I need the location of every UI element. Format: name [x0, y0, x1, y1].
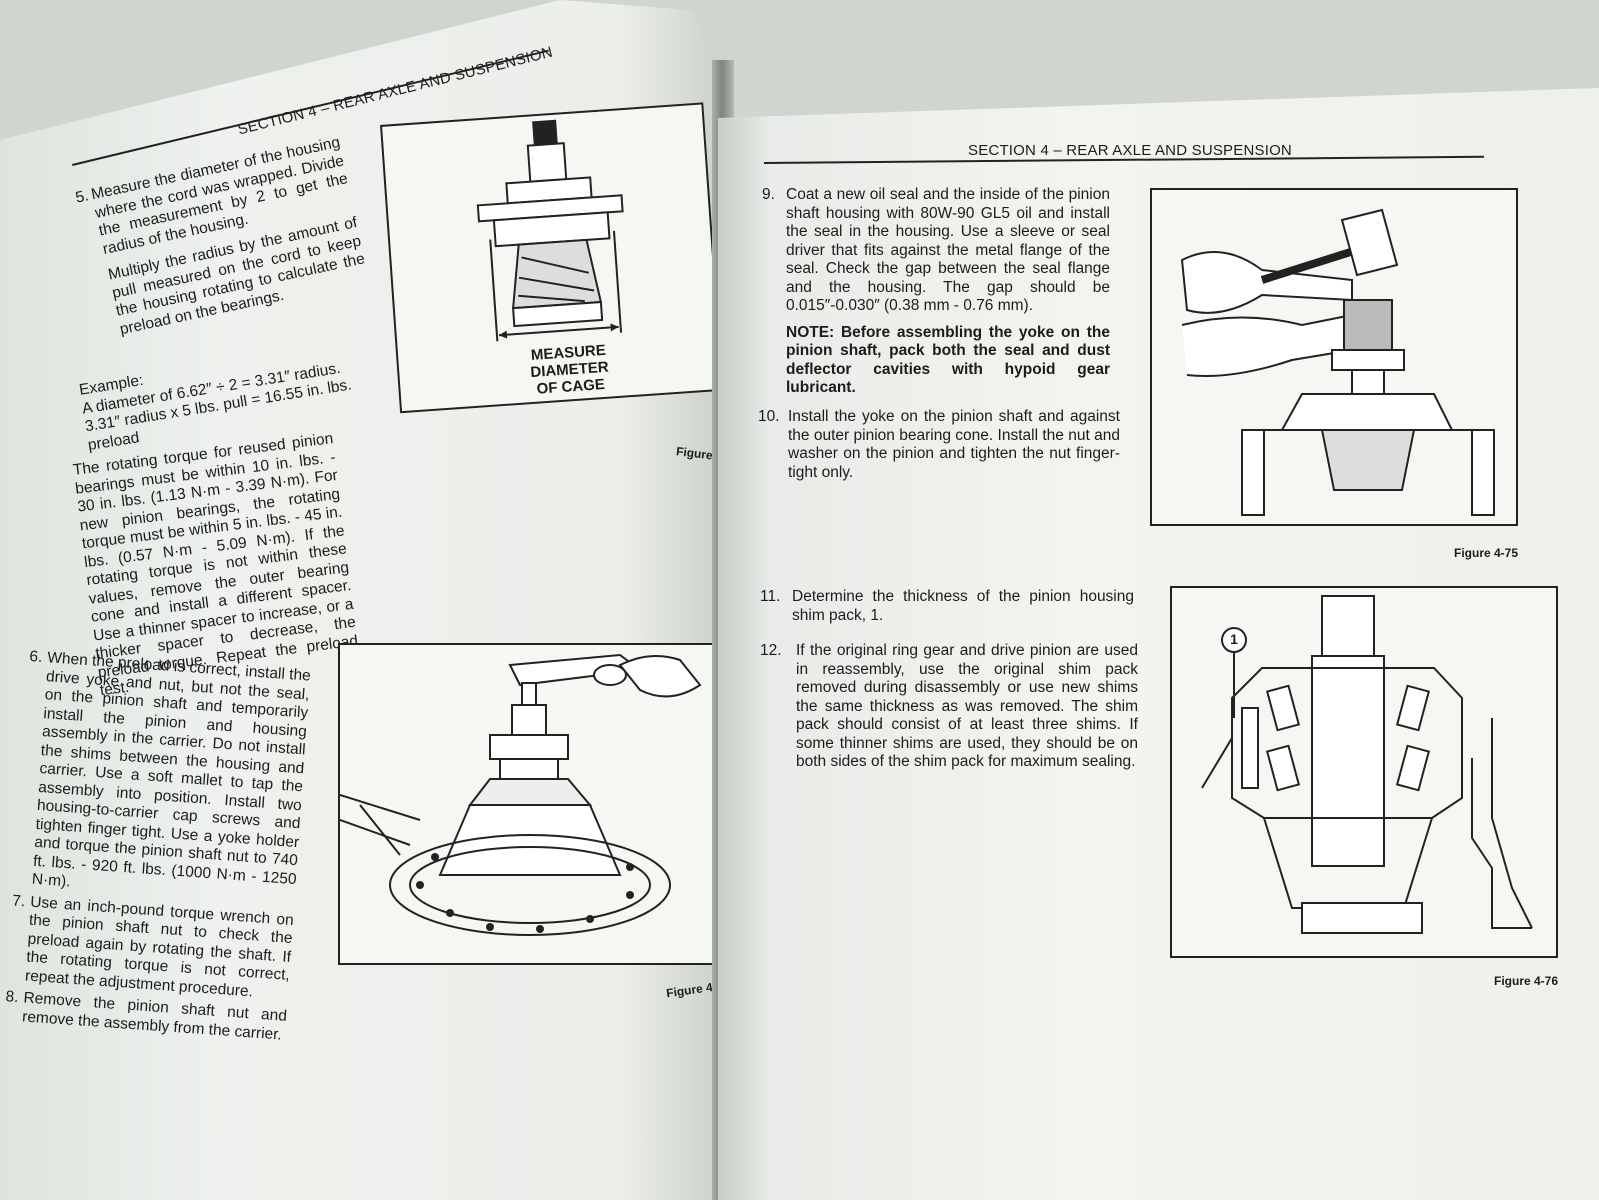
steps-6-8: 6. When the preload is correct, install …: [4, 648, 312, 1045]
step-7-number: 7.: [11, 891, 26, 910]
step-5: 5. Measure the diameter of the housing w…: [74, 134, 371, 343]
step-8-number: 8.: [5, 988, 20, 1007]
pinion-cage-illustration: [476, 119, 624, 342]
figure-4-76-caption: Figure 4-76: [1494, 974, 1559, 988]
step-12: 12. If the original ring gear and drive …: [760, 642, 1138, 772]
left-page: SECTION 4 – REAR AXLE AND SUSPENSION 5. …: [0, 0, 730, 1200]
right-section-header: SECTION 4 – REAR AXLE AND SUSPENSION: [968, 142, 1292, 159]
step-6-text: When the preload is correct, install the…: [31, 649, 312, 891]
step-12-number: 12.: [760, 642, 782, 659]
step-9-note: NOTE: Before assembling the yoke on the …: [786, 323, 1110, 397]
figure-4-73: MEASURE DIAMETER OF CAGE: [380, 102, 724, 414]
step-11-number: 11.: [760, 588, 781, 605]
step-10-text: Install the yoke on the pinion shaft and…: [788, 408, 1120, 481]
step-9-text: Coat a new oil seal and the inside of th…: [786, 186, 1110, 314]
torque-wrench-illustration: [340, 653, 702, 936]
step-12-text: If the original ring gear and drive pini…: [796, 642, 1138, 770]
step-9-number: 9.: [762, 186, 775, 203]
figure-4-76: 1: [1170, 586, 1558, 958]
step-11-text: Determine the thickness of the pinion ho…: [792, 588, 1134, 624]
seal-driver-illustration: [1180, 208, 1495, 516]
step-7: 7. Use an inch-pound torque wrench on th…: [6, 892, 294, 1004]
step-11: 11. Determine the thickness of the pinio…: [760, 588, 1134, 625]
step-6-number: 6.: [28, 648, 43, 666]
step-10-number: 10.: [758, 408, 780, 425]
figure-4-75: [1150, 188, 1518, 526]
right-page: SECTION 4 – REAR AXLE AND SUSPENSION 9. …: [718, 88, 1599, 1200]
step-5-number: 5.: [74, 187, 91, 207]
figure-4-74: [338, 643, 714, 965]
figure-4-75-caption: Figure 4-75: [1454, 546, 1519, 560]
callout-1-label: 1: [1230, 631, 1238, 647]
step-9: 9. Coat a new oil seal and the inside of…: [762, 186, 1110, 398]
pinion-housing-cross-section: [1201, 595, 1533, 934]
figure-4-73-label: MEASURE DIAMETER OF CAGE: [493, 339, 646, 400]
step-10: 10. Install the yoke on the pinion shaft…: [758, 408, 1120, 482]
step-6: 6. When the preload is correct, install …: [13, 648, 311, 908]
figure-4-73-wrap: MEASURE DIAMETER OF CAGE: [380, 102, 724, 414]
step-7-text: Use an inch-pound torque wrench on the p…: [24, 893, 295, 1000]
